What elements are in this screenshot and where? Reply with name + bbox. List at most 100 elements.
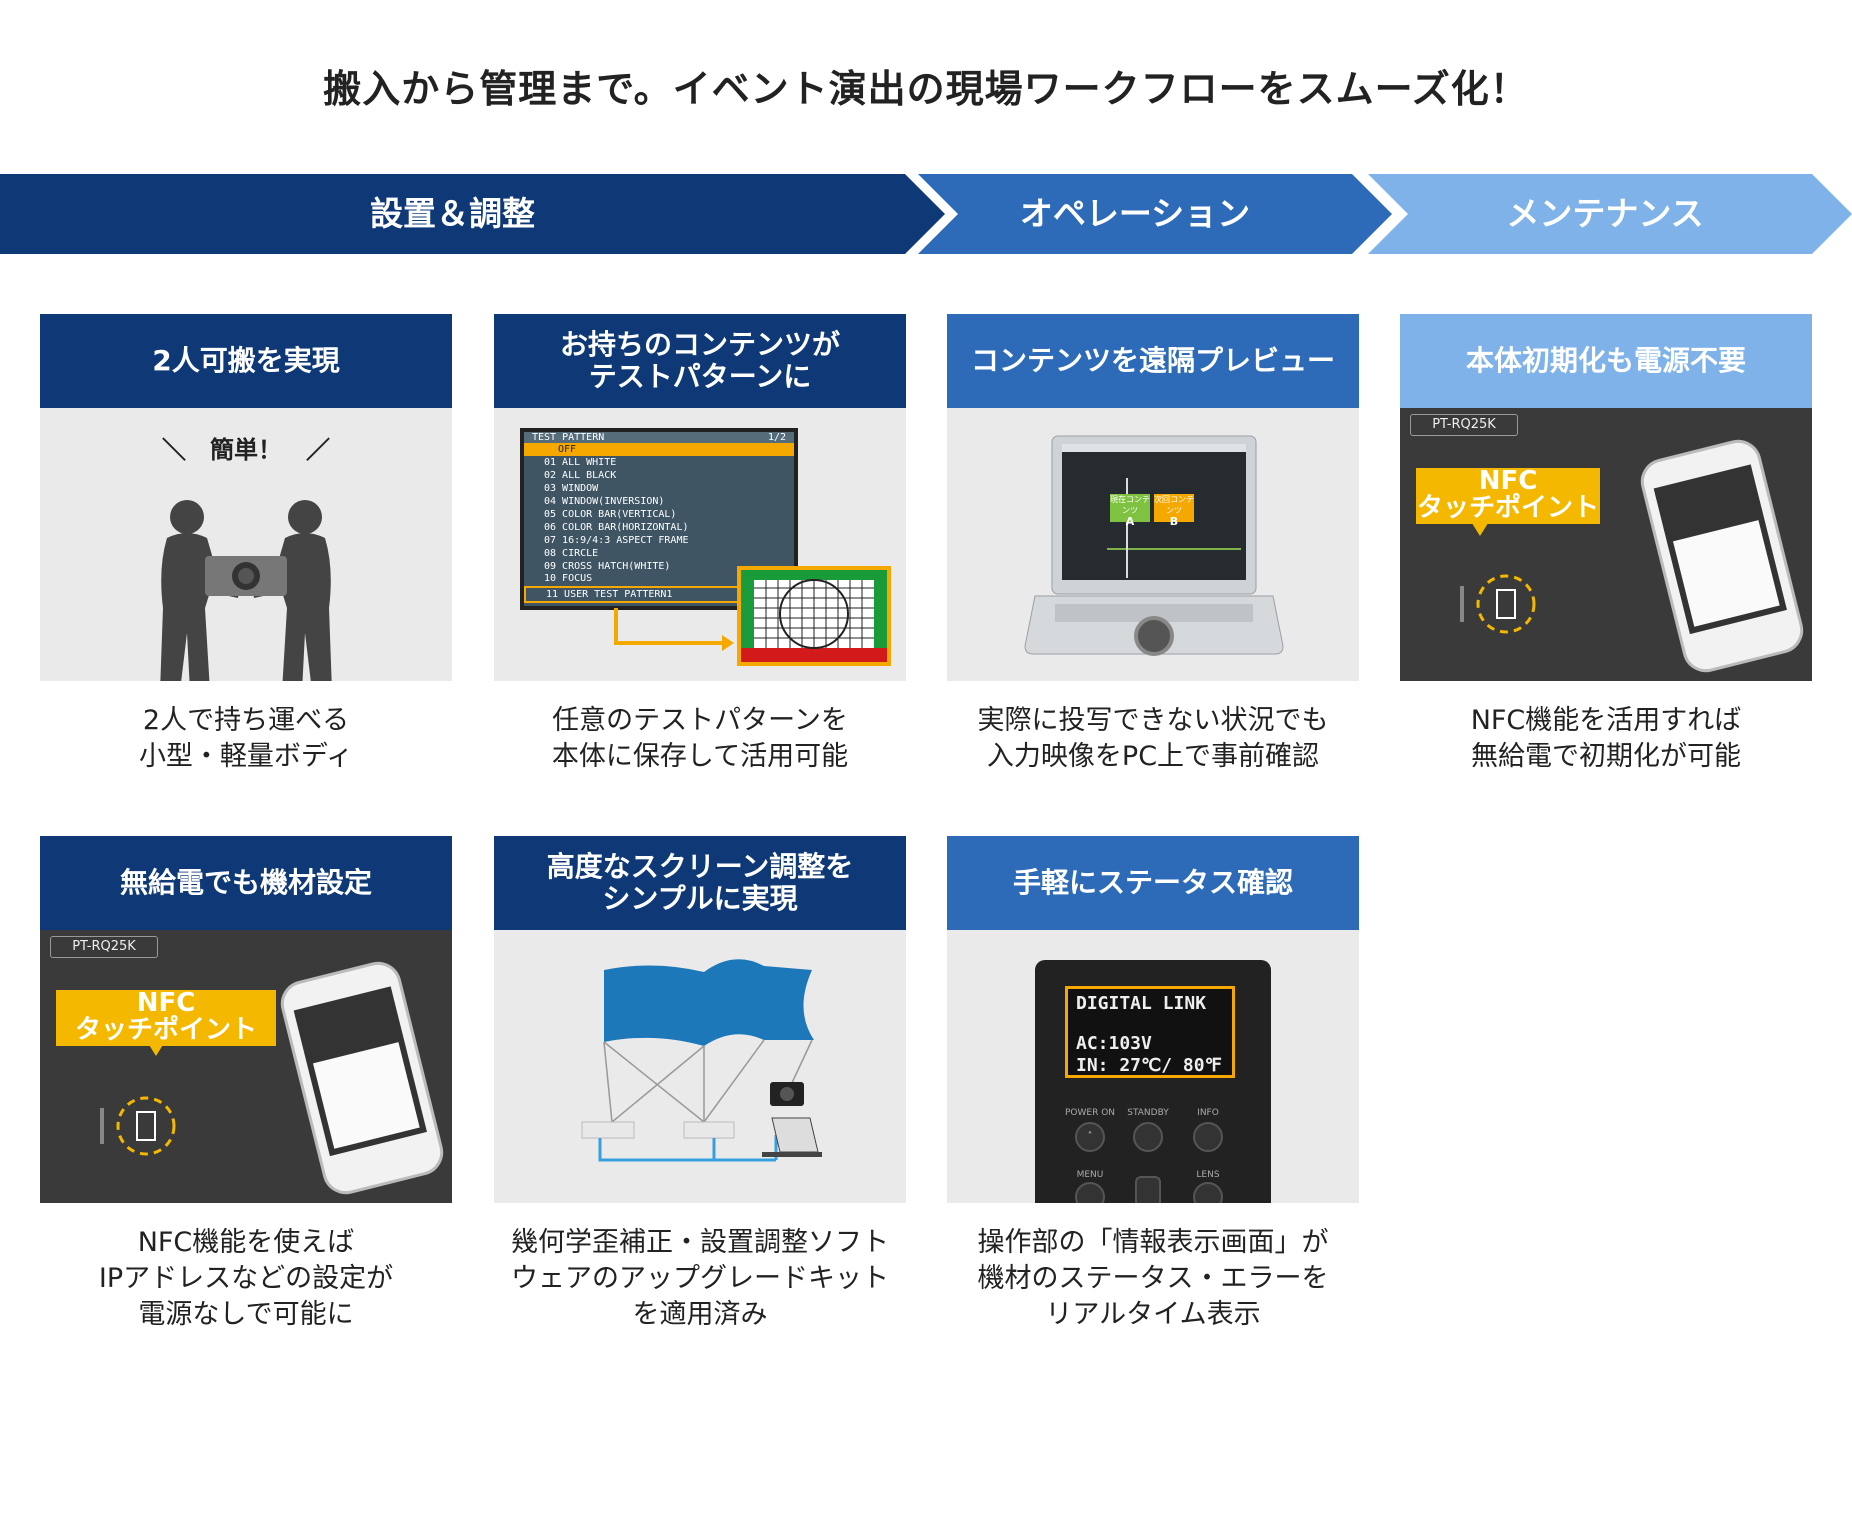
- card-heading: コンテンツを遠隔プレビュー: [947, 314, 1359, 408]
- standby-label: STANDBY: [1127, 1108, 1169, 1118]
- card-description: 2人で持ち運べる 小型・軽量ボディ: [40, 703, 452, 775]
- desc-line-2: IPアドレスなどの設定が: [98, 1263, 394, 1294]
- menu-item[interactable]: 06 COLOR BAR(HORIZONTAL): [544, 522, 689, 533]
- step-label-maintenance: メンテナンス: [1506, 194, 1704, 233]
- feature-card-status: 手軽にステータス確認 DIGITAL LINK AC:103V IN: 27℃/…: [947, 836, 1359, 1333]
- desc-line-2: 入力映像をPC上で事前確認: [986, 741, 1320, 772]
- heading-line-1: 高度なスクリーン調整を: [546, 849, 854, 883]
- info-label: INFO: [1197, 1108, 1219, 1118]
- menu-item-selected[interactable]: OFF: [524, 443, 794, 456]
- clip-a-thumbnail[interactable]: 現在コンテンツ A: [1110, 494, 1150, 527]
- lens-label: LENS: [1196, 1170, 1220, 1180]
- clip-a-letter: A: [1125, 515, 1135, 528]
- feature-card-nfc-reset: 本体初期化も電源不要 PT-RQ25K NFC タッチポイント NFC機能を活用…: [1400, 314, 1812, 775]
- heading-line-2: テストパターンに: [588, 360, 812, 393]
- desc-line-1: 実際に投写できない状況でも: [977, 705, 1329, 736]
- nfc-touch-point-callout: NFC タッチポイント: [56, 990, 276, 1046]
- menu-item[interactable]: 05 COLOR BAR(VERTICAL): [544, 509, 677, 520]
- smartphone-nfc-icon: [100, 961, 444, 1195]
- step-arrow-setup: [0, 174, 945, 254]
- clip-a-label: 現在コンテンツ: [1110, 495, 1150, 515]
- two-people-carrying-projector-icon: [160, 500, 332, 681]
- feature-card-remote-preview: コンテンツを遠隔プレビュー 現在コンテンツ A 次回コンテンツ B 実際に投写で…: [947, 314, 1359, 775]
- menu-label: MENU: [1076, 1170, 1104, 1180]
- desc-line-2: 本体に保存して活用可能: [551, 741, 849, 772]
- step-label-operation: オペレーション: [1019, 194, 1251, 233]
- model-label: PT-RQ25K: [1410, 414, 1518, 436]
- clip-b-letter: B: [1169, 515, 1179, 528]
- lcd-line-3: IN: 27℃/ 80℉: [1076, 1055, 1222, 1076]
- desc-line-1: NFC機能を活用すれば: [1470, 705, 1742, 736]
- feature-card-screen-adjust: 高度なスクリーン調整をシンプルに実現 幾何学歪補正・設置調整ソフト ウェアのアッ…: [494, 836, 906, 1333]
- laptop-preview-illustration: 現在コンテンツ A 次回コンテンツ B: [947, 408, 1359, 681]
- card-heading: 手軽にステータス確認: [947, 836, 1359, 930]
- info-display-screen: DIGITAL LINK AC:103V IN: 27℃/ 80℉: [1065, 986, 1235, 1078]
- menu-item[interactable]: 09 CROSS HATCH(WHITE): [544, 561, 671, 572]
- laptop-icon: [1024, 435, 1284, 656]
- menu-item[interactable]: 07 16:9/4:3 ASPECT FRAME: [544, 535, 689, 546]
- power-on-button[interactable]: ˄: [1075, 1122, 1105, 1152]
- menu-item[interactable]: 03 WINDOW: [544, 483, 599, 494]
- desc-line-3: を適用済み: [632, 1299, 768, 1330]
- nfc-reset-illustration: PT-RQ25K NFC タッチポイント: [1400, 408, 1812, 681]
- curved-screen-projectors-icon: [581, 959, 822, 1162]
- menu-item[interactable]: 02 ALL BLACK: [544, 470, 617, 481]
- desc-line-2: 機材のステータス・エラーを: [977, 1263, 1329, 1294]
- lens-button[interactable]: [1193, 1182, 1223, 1203]
- menu-button[interactable]: [1075, 1182, 1105, 1203]
- portable-illustration: ＼ 簡単！ ／: [40, 408, 452, 681]
- desc-line-1: 2人で持ち運べる: [142, 705, 350, 736]
- test-pattern-menu: TEST PATTERN 1/2 OFF 01 ALL WHITE 02 ALL…: [520, 428, 798, 610]
- standby-button[interactable]: [1133, 1122, 1163, 1152]
- control-panel-illustration: DIGITAL LINK AC:103V IN: 27℃/ 80℉ POWER …: [947, 930, 1359, 1203]
- power-on-label: POWER ON: [1064, 1108, 1116, 1118]
- nfc-touch-point-callout: NFC タッチポイント: [1416, 468, 1600, 524]
- card-description: NFC機能を使えば IPアドレスなどの設定が 電源なしで可能に: [40, 1225, 452, 1333]
- desc-line-1: 操作部の「情報表示画面」が: [977, 1227, 1329, 1258]
- menu-item[interactable]: 01 ALL WHITE: [544, 457, 617, 468]
- desc-line-1: NFC機能を使えば: [137, 1227, 355, 1258]
- nfc-callout-line-1: NFC: [136, 988, 196, 1018]
- menu-item[interactable]: 08 CIRCLE: [544, 548, 599, 559]
- menu-item[interactable]: 10 FOCUS: [544, 573, 593, 584]
- feature-card-portable: 2人可搬を実現 ＼ 簡単！ ／ 2人で持ち運べる 小型・軽量ボディ: [40, 314, 452, 775]
- card-description: 幾何学歪補正・設置調整ソフト ウェアのアップグレードキット を適用済み: [494, 1225, 906, 1333]
- step-label-setup: 設置＆調整: [370, 194, 535, 233]
- card-heading: 2人可搬を実現: [40, 314, 452, 408]
- card-heading: 無給電でも機材設定: [40, 836, 452, 930]
- menu-item[interactable]: 04 WINDOW(INVERSION): [544, 496, 665, 507]
- feature-card-test-pattern: お持ちのコンテンツがテストパターンに TEST PATTERN 1/2 OFF …: [494, 314, 906, 775]
- pattern-arrow-and-grid: [614, 566, 891, 666]
- workflow-arrow-bar: 設置＆調整 オペレーション メンテナンス: [0, 174, 1852, 254]
- lcd-line-1: DIGITAL LINK: [1076, 993, 1207, 1014]
- desc-line-2: ウェアのアップグレードキット: [511, 1263, 889, 1294]
- card-heading: お持ちのコンテンツがテストパターンに: [494, 314, 906, 408]
- desc-line-2: 無給電で初期化が可能: [1471, 741, 1741, 772]
- card-description: NFC機能を活用すれば 無給電で初期化が可能: [1400, 703, 1812, 775]
- card-description: 任意のテストパターンを 本体に保存して活用可能: [494, 703, 906, 775]
- step-arrow-maintenance: [1368, 174, 1852, 254]
- control-panel: DIGITAL LINK AC:103V IN: 27℃/ 80℉ POWER …: [1035, 960, 1271, 1203]
- desc-line-3: リアルタイム表示: [1045, 1299, 1261, 1330]
- menu-title: TEST PATTERN: [532, 432, 605, 443]
- test-pattern-illustration: TEST PATTERN 1/2 OFF 01 ALL WHITE 02 ALL…: [494, 408, 906, 681]
- model-label: PT-RQ25K: [50, 936, 158, 958]
- menu-page: 1/2: [767, 432, 786, 443]
- heading-line-1: お持ちのコンテンツが: [559, 327, 840, 361]
- clip-b-thumbnail[interactable]: 次回コンテンツ B: [1154, 494, 1194, 527]
- smartphone-nfc-icon: [1460, 439, 1804, 673]
- workflow-arrows: [0, 174, 1852, 254]
- card-description: 操作部の「情報表示画面」が 機材のステータス・エラーを リアルタイム表示: [947, 1225, 1359, 1333]
- nfc-callout-line-2: タッチポイント: [74, 1015, 257, 1045]
- desc-line-2: 小型・軽量ボディ: [138, 741, 354, 772]
- desc-line-1: 任意のテストパターンを: [552, 705, 848, 736]
- up-button[interactable]: [1135, 1176, 1161, 1203]
- clip-b-label: 次回コンテンツ: [1154, 495, 1194, 515]
- desc-line-1: 幾何学歪補正・設置調整ソフト: [511, 1227, 889, 1258]
- info-button[interactable]: [1193, 1122, 1223, 1152]
- nfc-settings-illustration: PT-RQ25K NFC タッチポイント: [40, 930, 452, 1203]
- nfc-callout-line-2: タッチポイント: [1416, 493, 1599, 523]
- card-description: 実際に投写できない状況でも 入力映像をPC上で事前確認: [947, 703, 1359, 775]
- heading-line-2: シンプルに実現: [602, 882, 798, 915]
- nfc-callout-line-1: NFC: [1478, 466, 1538, 496]
